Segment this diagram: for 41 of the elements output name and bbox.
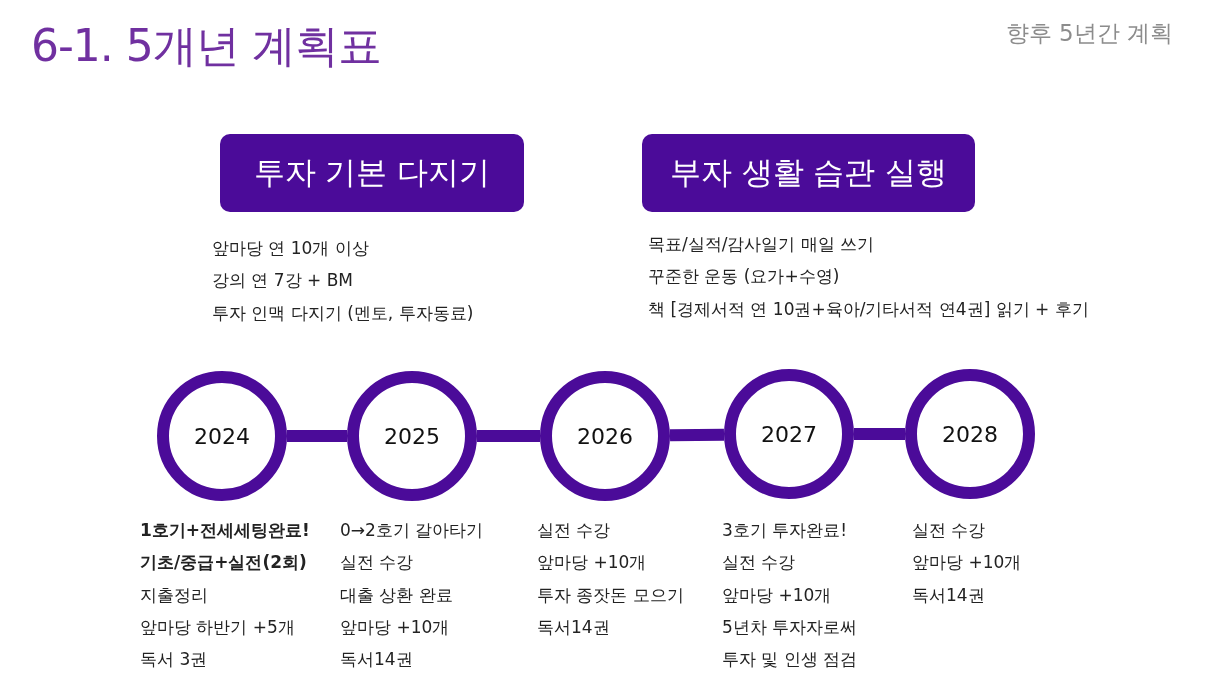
year-circle: 2028	[905, 369, 1035, 499]
plan-item: 앞마당 +10개	[537, 551, 647, 575]
header-note: 향후 5년간 계획	[1005, 20, 1173, 48]
year-circle: 2026	[540, 371, 670, 501]
category-banner: 투자 기본 다지기	[220, 134, 524, 212]
connector-line	[669, 428, 725, 442]
goal-item: 책 [경제서적 연 10권+육아/기타서적 연4권] 읽기 + 후기	[648, 297, 1089, 321]
plan-item: 0→2호기 갈아타기	[340, 519, 484, 542]
connector-line	[477, 430, 540, 442]
plan-item: 실전 수강	[340, 551, 414, 575]
plan-item: 1호기+전세세팅완료!	[140, 519, 310, 542]
plan-item: 독서14권	[912, 583, 985, 607]
plan-item: 앞마당 +10개	[912, 551, 1022, 575]
plan-item: 독서14권	[537, 615, 610, 639]
plan-item: 지출정리	[140, 583, 208, 607]
plan-item: 독서 3권	[140, 648, 208, 672]
goal-item: 목표/실적/감사일기 매일 쓰기	[648, 233, 875, 256]
year-circle: 2024	[157, 371, 287, 501]
connector-line	[287, 430, 347, 442]
year-circle: 2027	[724, 369, 854, 499]
plan-item: 앞마당 하반기 +5개	[140, 615, 295, 639]
plan-item: 대출 상환 완료	[340, 583, 453, 607]
year-circle: 2025	[347, 371, 477, 501]
plan-item: 앞마당 +10개	[722, 583, 832, 607]
goal-item: 꾸준한 운동 (요가+수영)	[648, 265, 840, 289]
plan-item: 실전 수강	[912, 519, 986, 542]
plan-item: 실전 수강	[537, 519, 611, 542]
plan-item: 앞마당 +10개	[340, 615, 450, 639]
plan-item: 기초/중급+실전(2회)	[140, 551, 307, 575]
plan-item: 5년차 투자자로써	[722, 615, 858, 639]
plan-item: 투자 종잣돈 모으기	[537, 583, 684, 607]
plan-item: 실전 수강	[722, 551, 796, 575]
plan-item: 독서14권	[340, 648, 413, 672]
category-banner: 부자 생활 습관 실행	[642, 134, 975, 212]
connector-line	[854, 428, 905, 440]
plan-item: 3호기 투자완료!	[722, 519, 848, 542]
plan-item: 투자 및 인생 점검	[722, 648, 858, 672]
goal-item: 투자 인맥 다지기 (멘토, 투자동료)	[212, 301, 474, 325]
goal-item: 앞마당 연 10개 이상	[212, 237, 369, 260]
goal-item: 강의 연 7강 + BM	[212, 269, 353, 293]
page-title: 6-1. 5개년 계획표	[31, 20, 381, 73]
